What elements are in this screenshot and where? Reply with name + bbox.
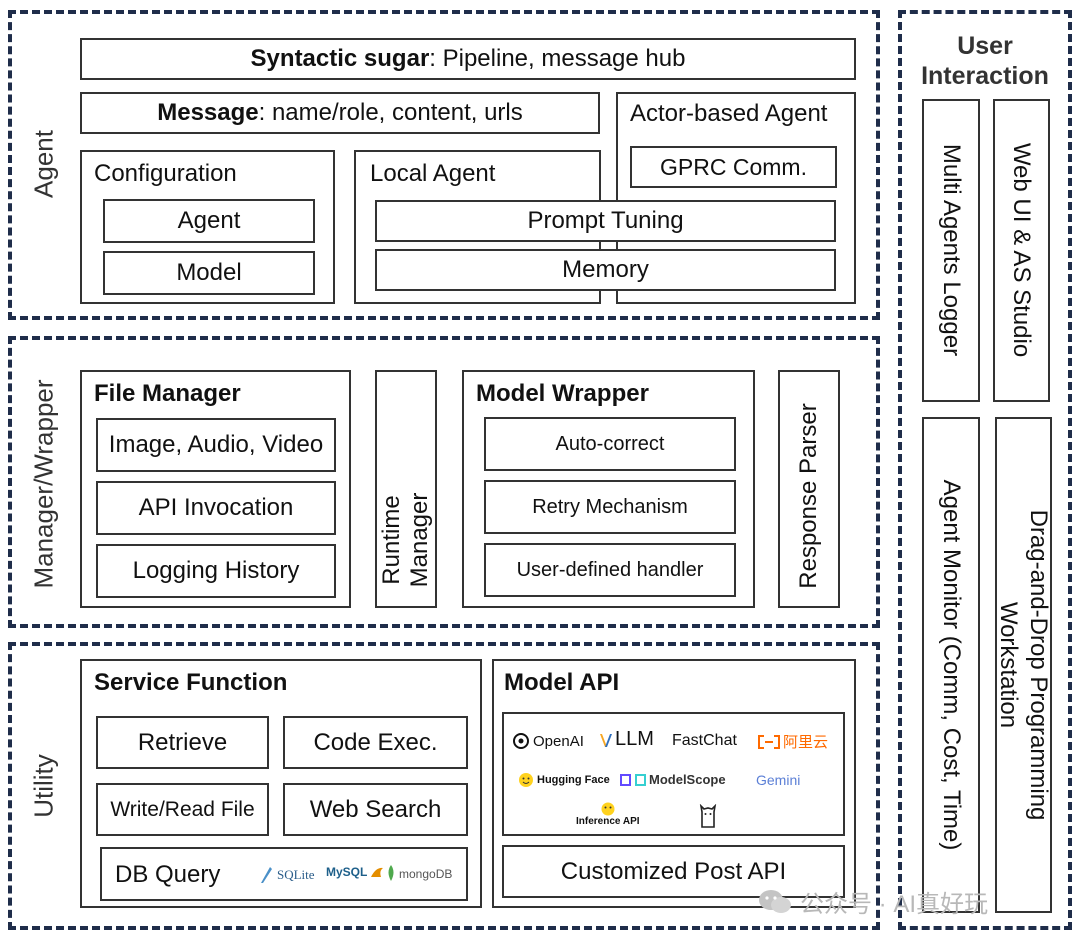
gprc-comm-box: GPRC Comm. [630, 146, 837, 188]
manager-wrapper-section [8, 336, 880, 628]
db-query-label: DB Query [115, 861, 221, 888]
vllm-v-icon [600, 733, 612, 747]
config-agent-box: Agent [103, 199, 315, 243]
wrapper-user-defined-handler: User-defined handler [484, 543, 736, 597]
message-bold: Message [157, 99, 259, 126]
config-model-label: Model [176, 259, 242, 286]
mongodb-logo: mongoDB [386, 865, 452, 883]
memory-label: Memory [562, 256, 649, 283]
message-box: Message: name/role, content, urls [80, 92, 600, 134]
service-write-read-file: Write/Read File [96, 783, 269, 836]
user-interaction-title: User Interaction [921, 32, 1049, 90]
wrapper-retry-mechanism: Retry Mechanism [484, 480, 736, 534]
drag-drop-box [995, 417, 1052, 913]
fastchat-logo: FastChat [672, 732, 737, 749]
utility-section-label: Utility [28, 754, 59, 818]
model-wrapper-title: Model Wrapper [476, 380, 649, 407]
openai-logo: OpenAI [512, 732, 584, 750]
file-logging-history: Logging History [96, 544, 336, 598]
modelscope-icon [620, 773, 646, 786]
inference-api-emoji-icon [601, 802, 615, 816]
sqlite-feather-icon [261, 867, 272, 883]
configuration-title: Configuration [94, 160, 237, 187]
inference-api-logo: Inference API [576, 802, 640, 827]
wechat-icon [759, 889, 791, 913]
agent-section-label: Agent [28, 130, 59, 198]
ollama-llama-icon [699, 804, 717, 828]
watermark: 公众号 · AI真好玩 [758, 884, 988, 919]
gprc-comm-label: GPRC Comm. [660, 153, 807, 180]
sqlite-logo: SQLite [258, 865, 315, 885]
runtime-manager-label: Runtime Manager [378, 492, 433, 588]
gemini-logo: Gemini [756, 772, 801, 788]
syntactic-sugar-bold: Syntactic sugar [250, 45, 430, 72]
service-db-query-box: DB Query SQLite MySQL mongoDB [100, 847, 468, 901]
mysql-dolphin-icon [371, 867, 384, 877]
prompt-tuning-label: Prompt Tuning [527, 207, 684, 234]
memory-box: Memory [375, 249, 836, 291]
manager-wrapper-label: Manager/Wrapper [28, 379, 59, 589]
web-ui-studio-box [993, 99, 1050, 402]
agent-monitor-box [922, 417, 980, 913]
service-function-title: Service Function [94, 669, 288, 696]
multi-agents-logger-box [922, 99, 980, 402]
mysql-logo: MySQL [326, 865, 384, 879]
service-retrieve: Retrieve [96, 716, 269, 769]
syntactic-sugar-text: : Pipeline, message hub [429, 45, 686, 72]
model-api-logos-box: OpenAI LLM FastChat 阿里云 Hugging Face Mod… [502, 712, 845, 836]
file-image-audio-video: Image, Audio, Video [96, 418, 336, 472]
drag-drop-label: Drag-and-Drop Programming Workstation [995, 509, 1052, 821]
actor-based-agent-title: Actor-based Agent [630, 100, 828, 127]
response-parser-box [778, 370, 840, 608]
aliyun-icon [758, 734, 780, 749]
multi-agents-logger-label: Multi Agents Logger [938, 143, 965, 357]
utility-section [8, 642, 880, 930]
ollama-logo [698, 804, 718, 828]
modelscope-logo: ModelScope [620, 772, 726, 787]
prompt-tuning-box: Prompt Tuning [375, 200, 836, 242]
file-api-invocation: API Invocation [96, 481, 336, 535]
file-manager-title: File Manager [94, 380, 241, 407]
service-web-search: Web Search [283, 783, 468, 836]
huggingface-logo: Hugging Face [518, 772, 610, 788]
message-text: : name/role, content, urls [258, 99, 523, 126]
config-model-box: Model [103, 251, 315, 295]
watermark-text: 公众号 · AI真好玩 [800, 891, 989, 918]
mongodb-leaf-icon [388, 865, 394, 881]
huggingface-emoji-icon [519, 773, 533, 787]
agent-monitor-label: Agent Monitor (Comm, Cost, Time) [938, 479, 965, 851]
aliyun-logo: 阿里云 [758, 731, 828, 752]
config-agent-label: Agent [177, 207, 241, 234]
vllm-logo: LLM [600, 728, 654, 751]
model-api-title: Model API [504, 669, 620, 696]
agent-section [8, 10, 880, 320]
customized-post-api-box: Customized Post API [502, 845, 845, 898]
user-interaction-section [898, 10, 1072, 930]
runtime-manager-box [375, 370, 437, 608]
wrapper-auto-correct: Auto-correct [484, 417, 736, 471]
web-ui-studio-label: Web UI & AS Studio [1008, 142, 1035, 358]
local-agent-title: Local Agent [370, 160, 496, 187]
service-code-exec: Code Exec. [283, 716, 468, 769]
response-parser-label: Response Parser [795, 403, 822, 589]
syntactic-sugar-box: Syntactic sugar: Pipeline, message hub [80, 38, 856, 80]
openai-icon [513, 733, 529, 749]
